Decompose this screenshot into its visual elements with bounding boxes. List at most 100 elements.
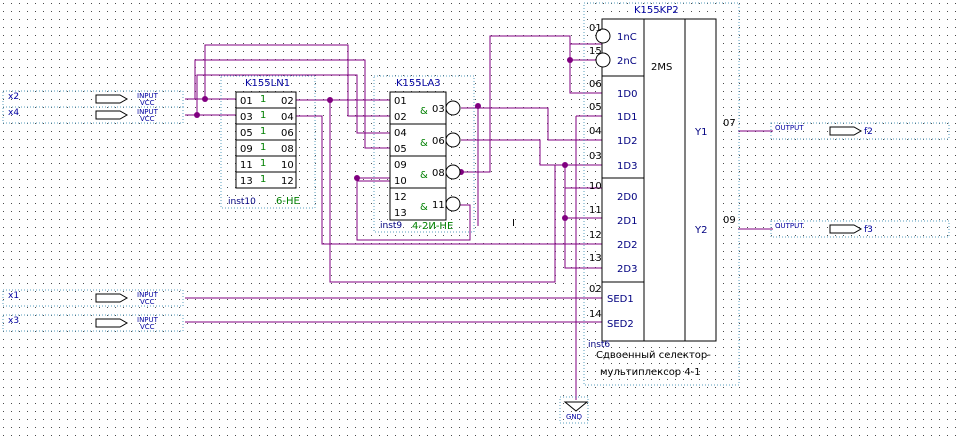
output-name: f3 (864, 225, 873, 235)
svg-text:05: 05 (394, 144, 407, 155)
svg-text:VCC: VCC (140, 323, 155, 331)
svg-text:10: 10 (281, 160, 294, 171)
output-port-f3: OUTPUT f3 (770, 220, 950, 238)
input-port-x1: x1 INPUT VCC (2, 289, 184, 307)
svg-text:SED1: SED1 (607, 294, 634, 305)
svg-text:OUTPUT: OUTPUT (775, 124, 804, 132)
svg-text:inst10: inst10 (228, 197, 256, 207)
svg-text:06: 06 (589, 79, 602, 90)
svg-text:15: 15 (589, 46, 602, 57)
input-port-x3: x3 INPUT VCC (2, 314, 184, 332)
svg-text:12: 12 (394, 192, 407, 203)
svg-text:13: 13 (394, 208, 407, 219)
svg-text:09: 09 (723, 215, 736, 226)
ln1-pins: 01 03 05 09 11 13 1 1 1 1 1 1 02 04 06 0… (240, 94, 294, 187)
kp2-description-1: Сдвоенный селектор- (596, 350, 711, 361)
svg-text:07: 07 (723, 118, 736, 129)
svg-text:1: 1 (260, 110, 266, 121)
output-name: f2 (864, 127, 873, 137)
svg-text:04: 04 (281, 112, 294, 123)
svg-text:05: 05 (589, 102, 602, 113)
svg-text:SED2: SED2 (607, 319, 634, 330)
svg-text:GND: GND (566, 413, 582, 421)
svg-text:1D3: 1D3 (617, 161, 637, 172)
chip-name: K155LA3 (396, 78, 441, 89)
svg-text:6-НЕ: 6-НЕ (276, 196, 300, 207)
input-name: x4 (8, 108, 19, 118)
svg-text:05: 05 (240, 128, 253, 139)
svg-text:&: & (420, 106, 428, 117)
svg-text:2D0: 2D0 (617, 192, 637, 203)
chip-k155la3: K155LA3 01 02 04 05 09 10 12 13 & & & & … (373, 75, 475, 233)
input-name: x2 (8, 92, 19, 102)
svg-text:&: & (420, 202, 428, 213)
svg-text:11: 11 (240, 160, 253, 171)
svg-text:1D2: 1D2 (617, 136, 637, 147)
svg-text:&: & (420, 170, 428, 181)
svg-text:10: 10 (394, 176, 407, 187)
svg-text:08: 08 (281, 144, 294, 155)
svg-text:03: 03 (432, 104, 445, 115)
svg-text:01: 01 (240, 96, 253, 107)
chip-k155kp2: K155KP2 2MS 01 15 06 05 04 03 10 11 12 1… (583, 2, 740, 386)
svg-text:2MS: 2MS (651, 62, 672, 73)
svg-text:03: 03 (240, 112, 253, 123)
kp2-left-pin-numbers: 01 15 06 05 04 03 10 11 12 13 02 14 (589, 23, 602, 320)
svg-text:OUTPUT: OUTPUT (775, 222, 804, 230)
svg-text:2D1: 2D1 (617, 216, 637, 227)
svg-text:09: 09 (394, 160, 407, 171)
input-name: x1 (8, 291, 19, 301)
svg-text:14: 14 (589, 309, 602, 320)
chip-name: K155LN1 (245, 78, 290, 89)
kp2-left-pin-names: 1nC 2nC 1D0 1D1 1D2 1D3 2D0 2D1 2D2 2D3 … (607, 32, 637, 330)
svg-text:2nC: 2nC (617, 56, 637, 67)
svg-text:01: 01 (589, 23, 602, 34)
input-port-x4: x4 INPUT VCC (2, 106, 184, 124)
output-port-f2: OUTPUT f2 (770, 122, 950, 140)
svg-text:02: 02 (589, 284, 602, 295)
svg-text:2D3: 2D3 (617, 264, 637, 275)
svg-text:11: 11 (432, 200, 445, 211)
svg-text:INPUT: INPUT (137, 108, 159, 116)
svg-text:04: 04 (394, 128, 407, 139)
svg-text:06: 06 (432, 136, 445, 147)
junction-dots (194, 57, 573, 221)
chip-k155ln1: K155LN1 01 03 05 09 11 13 1 1 1 1 1 1 02… (220, 75, 316, 209)
svg-text:02: 02 (394, 112, 407, 123)
svg-text:inst9: inst9 (380, 221, 402, 231)
wires (185, 35, 773, 400)
svg-text:09: 09 (240, 144, 253, 155)
svg-text:1: 1 (260, 158, 266, 169)
svg-text:VCC: VCC (140, 115, 155, 123)
svg-text:INPUT: INPUT (137, 291, 159, 299)
svg-text:13: 13 (589, 253, 602, 264)
svg-text:VCC: VCC (140, 99, 155, 107)
svg-text:1: 1 (260, 142, 266, 153)
svg-text:06: 06 (281, 128, 294, 139)
svg-text:02: 02 (281, 96, 294, 107)
chip-name: K155KP2 (634, 5, 679, 16)
svg-text:10: 10 (589, 181, 602, 192)
svg-text:Y2: Y2 (694, 225, 707, 236)
svg-text:08: 08 (432, 168, 445, 179)
svg-text:04: 04 (589, 126, 602, 137)
svg-text:Y1: Y1 (694, 127, 707, 138)
svg-text:1D1: 1D1 (617, 112, 637, 123)
svg-text:01: 01 (394, 96, 407, 107)
svg-text:1nC: 1nC (617, 32, 637, 43)
svg-text:12: 12 (589, 230, 602, 241)
svg-text:&: & (420, 138, 428, 149)
svg-text:INPUT: INPUT (137, 92, 159, 100)
input-name: x3 (8, 316, 19, 326)
gnd-symbol: GND (559, 396, 589, 424)
svg-text:03: 03 (589, 151, 602, 162)
svg-text:1: 1 (260, 126, 266, 137)
svg-text:inst6: inst6 (588, 340, 610, 350)
svg-text:INPUT: INPUT (137, 316, 159, 324)
svg-text:11: 11 (589, 205, 602, 216)
svg-text:4-2И-НЕ: 4-2И-НЕ (412, 221, 453, 232)
svg-text:13: 13 (240, 176, 253, 187)
kp2-description-2: мультиплексор 4-1 (600, 367, 701, 378)
